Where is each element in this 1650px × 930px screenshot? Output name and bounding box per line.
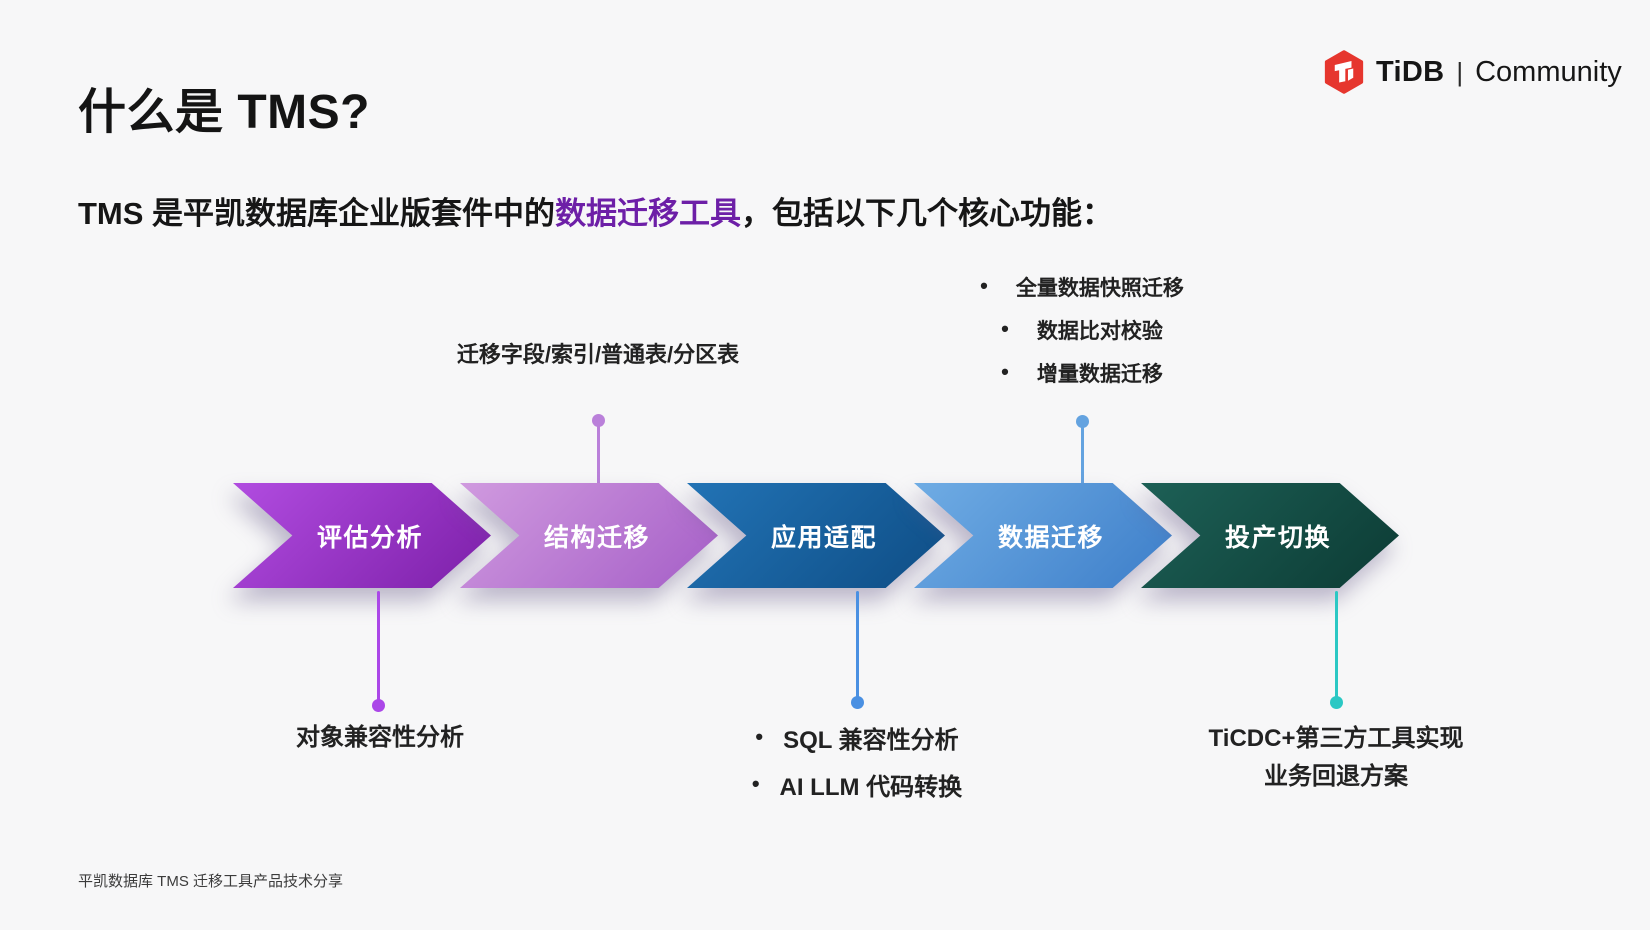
connector-line-step1 — [377, 591, 380, 701]
tidb-community-logo: TiDB | Community — [1322, 50, 1622, 94]
intro-highlight: 数据迁移工具 — [555, 196, 742, 231]
list-item-label: 数据比对校验 — [1036, 320, 1163, 343]
connector-line-step4 — [1081, 424, 1084, 485]
connector-dot-step3 — [851, 696, 864, 709]
list-item-label: 增量数据迁移 — [1036, 363, 1163, 386]
connector-dot-step1 — [372, 699, 385, 712]
bullet-icon: • — [755, 723, 764, 749]
bullet-icon: • — [980, 273, 988, 298]
list-item-label: SQL 兼容性分析 — [783, 727, 959, 754]
logo-brand-text: TiDB — [1376, 55, 1445, 88]
connector-line-step2 — [597, 423, 600, 485]
bullet-icon: • — [1001, 359, 1009, 384]
annotation-cutover-line1: TiCDC+第三方工具实现 — [1208, 725, 1464, 752]
flow-step-label: 应用适配 — [770, 523, 877, 552]
intro-prefix: TMS 是平凯数据库企业版套件中的 — [78, 196, 556, 231]
list-item: • 数据比对校验 — [1001, 315, 1163, 345]
tidb-hexagon-icon — [1322, 50, 1366, 94]
list-item: • SQL 兼容性分析 — [755, 720, 958, 755]
connector-dot-step5 — [1330, 696, 1343, 709]
flow-step-label: 结构迁移 — [543, 523, 650, 552]
list-item-label: AI LLM 代码转换 — [779, 774, 963, 801]
annotation-app-adaptation-list: • SQL 兼容性分析 • AI LLM 代码转换 — [707, 720, 1007, 802]
bullet-icon: • — [1001, 316, 1009, 341]
bullet-icon: • — [751, 770, 760, 796]
page-title: 什么是 TMS? — [78, 86, 370, 139]
flow-step-label: 数据迁移 — [997, 523, 1104, 552]
flow-step-label: 评估分析 — [316, 523, 423, 552]
annotation-data-migration-list: • 全量数据快照迁移 • 数据比对校验 • 增量数据迁移 — [912, 272, 1252, 388]
flow-step-label: 投产切换 — [1224, 523, 1331, 552]
annotation-assessment: 对象兼容性分析 — [296, 724, 464, 751]
list-item: • 增量数据迁移 — [1001, 358, 1163, 388]
footer-note: 平凯数据库 TMS 迁移工具产品技术分享 — [78, 873, 343, 890]
intro-suffix: ，包括以下几个核心功能： — [741, 196, 1114, 231]
connector-line-step5 — [1335, 591, 1338, 698]
annotation-structure-migration: 迁移字段/索引/普通表/分区表 — [456, 342, 740, 367]
connector-dot-step2 — [592, 414, 605, 427]
annotation-cutover: TiCDC+第三方工具实现 业务回退方案 — [1166, 720, 1506, 796]
list-item-label: 全量数据快照迁移 — [1015, 277, 1184, 300]
annotation-cutover-line2: 业务回退方案 — [1264, 763, 1408, 790]
logo-separator: | — [1456, 56, 1464, 87]
list-item: • AI LLM 代码转换 — [752, 767, 962, 802]
connector-line-step3 — [856, 591, 859, 698]
list-item: • 全量数据快照迁移 — [980, 272, 1184, 302]
intro-sentence: TMS 是平凯数据库企业版套件中的数据迁移工具，包括以下几个核心功能： — [78, 188, 1113, 233]
logo-suffix-text: Community — [1475, 55, 1622, 88]
connector-dot-step4 — [1076, 415, 1089, 428]
